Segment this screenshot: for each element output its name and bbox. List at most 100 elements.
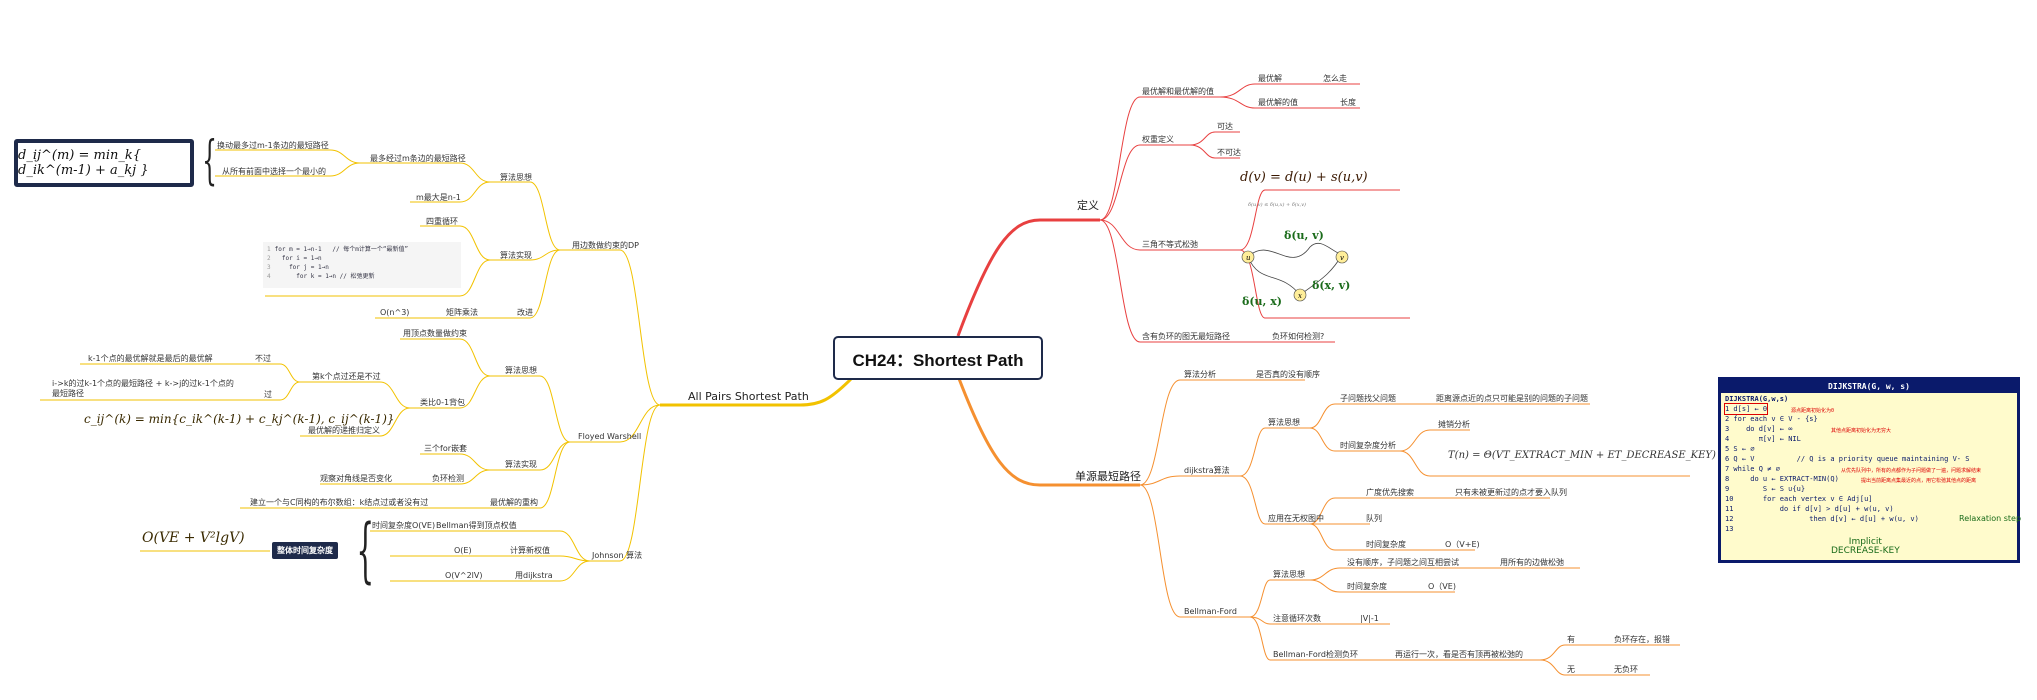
node-subproblem-desc[interactable]: 距离源点近的点只可能是别的问题的子问题 <box>1436 394 1588 403</box>
node-bf-loop[interactable]: 注意循环次数 <box>1273 614 1321 623</box>
dijkstra-line: 3 do d[v] ← ∞ <box>1725 425 1793 433</box>
formula-brace: { <box>202 131 217 191</box>
node-subproblem[interactable]: 子问题找父问题 <box>1340 394 1396 403</box>
node-impl[interactable]: 算法实现 <box>500 251 532 260</box>
node-j-e[interactable]: O(E) <box>454 546 472 555</box>
node-four-loops[interactable]: 四重循环 <box>426 217 458 226</box>
node-bf-loop-val[interactable]: |V|-1 <box>1360 614 1379 623</box>
dijkstra-line: 2 for each v ∈ V - {s} <box>1725 415 1818 423</box>
node-apsp[interactable]: All Pairs Shortest Path <box>688 390 809 403</box>
code-line: for m = 1→n-1 // 每个m计算一个“最新值” <box>274 246 409 253</box>
node-knap[interactable]: 类比0-1背包 <box>420 398 466 407</box>
node-weight-def[interactable]: 权重定义 <box>1142 135 1174 144</box>
code-line: for j = 1→n <box>274 264 329 271</box>
node-optimal[interactable]: 最优解 <box>1258 74 1282 83</box>
dijkstra-line: 1 d[s] ← 0 <box>1723 403 1769 415</box>
node-floyd[interactable]: Floyed Warshell <box>578 432 642 441</box>
node-edge-dp[interactable]: 用边数做约束的DP <box>572 241 639 250</box>
overall-tag[interactable]: 整体时间复杂度 <box>272 542 338 559</box>
node-m-max[interactable]: m最大是n-1 <box>416 193 461 202</box>
node-node-limit[interactable]: 用顶点数量做约束 <box>403 329 467 338</box>
node-amortized[interactable]: 摊销分析 <box>1438 420 1470 429</box>
node-fw-impl[interactable]: 算法实现 <box>505 460 537 469</box>
node-reachable[interactable]: 可达 <box>1217 122 1233 131</box>
node-is-order[interactable]: 是否真的没有顺序 <box>1256 370 1320 379</box>
node-bfs-desc[interactable]: 只有未被更新过的点才要入队列 <box>1455 488 1567 497</box>
node-pass-desc[interactable]: i->k的过k-1个点的最短路径 + k->j的过k-1个点的最短路径 <box>52 379 234 398</box>
node-fw-idea[interactable]: 算法思想 <box>505 366 537 375</box>
node-bf-idea[interactable]: 算法思想 <box>1273 570 1305 579</box>
node-unweighted[interactable]: 应用在无权图中 <box>1268 514 1324 523</box>
node-queue[interactable]: 队列 <box>1366 514 1382 523</box>
node-bf-idea-desc[interactable]: 没有顺序，子问题之间互相尝试 <box>1347 558 1459 567</box>
node-structure-desc[interactable]: 建立一个与C同构的布尔数组：k结点过或者没有过 <box>250 498 429 507</box>
node-bf-time-val[interactable]: O（VE) <box>1428 582 1456 591</box>
node-alg-analysis[interactable]: 算法分析 <box>1184 370 1216 379</box>
node-at-most1[interactable]: 换动最多过m-1条边的最短路径 <box>217 141 329 150</box>
node-no-desc[interactable]: 无负环 <box>1614 665 1638 674</box>
svg-text:v: v <box>1340 254 1344 262</box>
node-structure[interactable]: 最优解的重构 <box>490 498 538 507</box>
node-not-pass-desc[interactable]: k-1个点的最优解就是最后的最优解 <box>88 354 213 363</box>
dijkstra-note: 其他点距离初始化为无穷大 <box>1831 428 1892 434</box>
node-time[interactable]: 时间复杂度 <box>1366 540 1406 549</box>
node-bellman-ford[interactable]: Bellman-Ford <box>1184 607 1237 616</box>
dijkstra-line: 13 <box>1725 525 1734 533</box>
node-neg-check[interactable]: 负环检测 <box>432 474 464 483</box>
dijkstra-line: 4 π[v] ← NIL <box>1725 435 1801 443</box>
node-n3[interactable]: O(n^3) <box>380 308 410 317</box>
node-improve[interactable]: 改进 <box>517 308 533 317</box>
node-at-most[interactable]: 最多经过m条边的最短路径 <box>370 154 466 163</box>
node-matmul[interactable]: 矩阵乘法 <box>446 308 478 317</box>
node-dijkstra[interactable]: dijkstra算法 <box>1184 466 1230 475</box>
node-yes-desc[interactable]: 负环存在，报错 <box>1614 635 1670 644</box>
node-idea[interactable]: 算法思想 <box>500 173 532 182</box>
dijkstra-line: 10 for each vertex v ∈ Adj[u] <box>1725 495 1873 503</box>
node-no[interactable]: 无 <box>1567 665 1575 674</box>
node-length[interactable]: 长度 <box>1340 98 1356 107</box>
node-neg-detect[interactable]: 负环如何检测? <box>1272 332 1325 341</box>
node-dij-idea[interactable]: 算法思想 <box>1268 418 1300 427</box>
node-optimal-value[interactable]: 最优解和最优解的值 <box>1142 87 1214 96</box>
dijkstra-line: DIJKSTRA(G,w,s) <box>1725 395 1789 403</box>
node-bf-neg[interactable]: Bellman-Ford检测负环 <box>1273 650 1358 659</box>
node-triangle[interactable]: 三角不等式松弛 <box>1142 240 1198 249</box>
node-j-time[interactable]: 时间复杂度O(VE) <box>372 521 436 530</box>
node-definition[interactable]: 定义 <box>1077 199 1099 212</box>
node-not-pass[interactable]: 不过 <box>255 354 271 363</box>
node-neg-cycle[interactable]: 含有负环的图无最短路径 <box>1142 332 1230 341</box>
svg-text:δ(u, v): δ(u, v) <box>1284 229 1324 242</box>
node-sssp[interactable]: 单源最短路径 <box>1075 470 1141 483</box>
node-time-val[interactable]: O（V+E) <box>1445 540 1480 549</box>
node-diag[interactable]: 观察对角线是否变化 <box>320 474 392 483</box>
node-how-to-go[interactable]: 怎么走 <box>1323 74 1347 83</box>
node-bf-neg-desc[interactable]: 再运行一次，看是否有顶再被松弛的 <box>1395 650 1523 659</box>
relaxation-label: Relaxation step <box>1959 514 2022 523</box>
dijkstra-title: DIJKSTRA(G, w, s) <box>1721 380 2017 393</box>
node-optimal-val[interactable]: 最优解的值 <box>1258 98 1298 107</box>
node-kth-node[interactable]: 第k个点过还是不过 <box>312 372 381 381</box>
node-three-for[interactable]: 三个for嵌套 <box>424 444 467 453</box>
code-line: for i = 1→n <box>274 255 322 262</box>
triangle-diagram: u v x δ(u, v) δ(u, x) δ(x, v) <box>1241 229 1350 308</box>
node-bf-time[interactable]: 时间复杂度 <box>1347 582 1387 591</box>
node-j-v2[interactable]: O(V^2lV) <box>445 571 483 580</box>
node-yes[interactable]: 有 <box>1567 635 1575 644</box>
node-recurrence[interactable]: 最优解的递推归定义 <box>308 426 380 435</box>
node-bfs[interactable]: 广度优先搜索 <box>1366 488 1414 497</box>
dijkstra-note: 从优先队列中，所有的点都作为子问题做了一遍，问题求解结束 <box>1841 468 1982 474</box>
node-bf-idea-desc2[interactable]: 用所有的边做松弛 <box>1500 558 1564 567</box>
root-node[interactable]: CH24：Shortest Path <box>833 336 1043 380</box>
node-j-v2-desc[interactable]: 用dijkstra <box>515 571 553 580</box>
svg-text:u: u <box>1246 254 1251 262</box>
node-pass[interactable]: 过 <box>264 390 272 399</box>
node-complexity[interactable]: 时间复杂度分析 <box>1340 441 1396 450</box>
code-line: for k = 1→n // 松弛更新 <box>274 273 375 280</box>
node-at-most2[interactable]: 从所有前面中选择一个最小的 <box>222 167 326 176</box>
node-johnson[interactable]: Johnson 算法 <box>592 551 643 560</box>
node-j-time-desc[interactable]: Bellman得到顶点权值 <box>436 521 517 530</box>
node-unreachable[interactable]: 不可达 <box>1217 148 1241 157</box>
node-j-e-desc[interactable]: 计算新权值 <box>510 546 550 555</box>
